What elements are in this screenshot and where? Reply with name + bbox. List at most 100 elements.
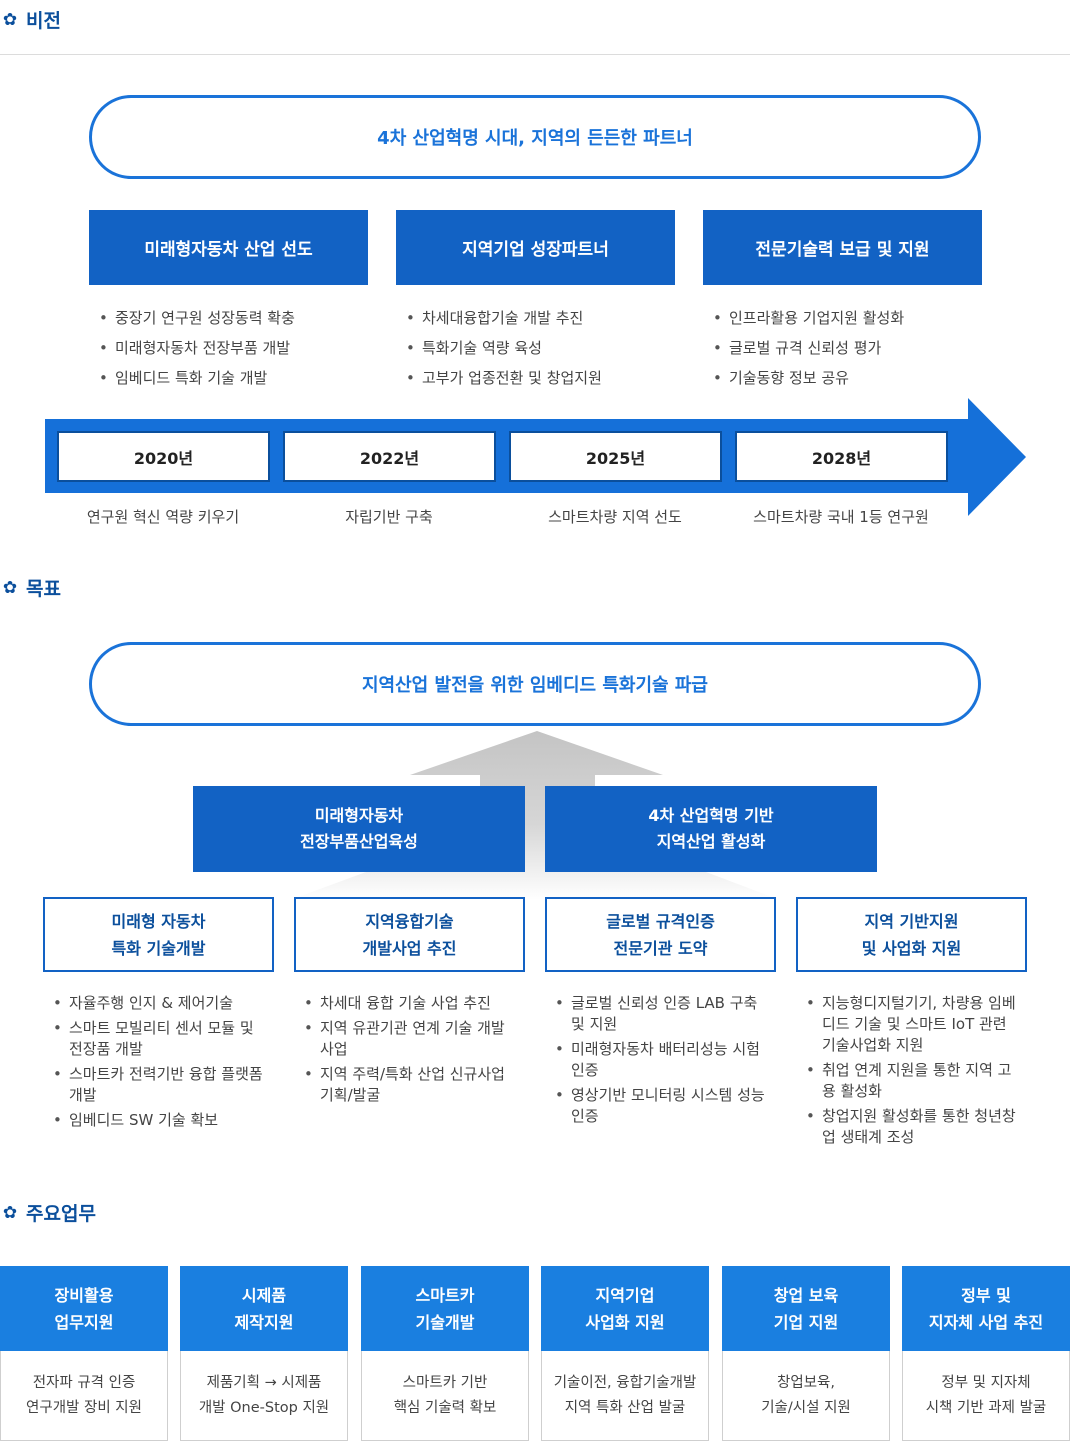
strategy-box-4: 지역 기반지원 및 사업화 지원: [796, 897, 1027, 972]
section-title-vision: ✿ 비전: [0, 6, 61, 33]
task-card-4: 지역기업 사업화 지원 기술이전, 융합기술개발 지역 특화 산업 발굴: [541, 1266, 709, 1441]
task-head: 창업 보육 기업 지원: [722, 1266, 890, 1351]
upward-arrow-graphic: [290, 731, 780, 900]
task-head: 장비활용 업무지원: [0, 1266, 168, 1351]
list-item: 영상기반 모니터링 시스템 성능 인증: [555, 1085, 773, 1127]
timeline-year-2028: 2028년: [735, 431, 948, 482]
timeline-year-2025: 2025년: [509, 431, 722, 482]
list-item: 특화기술 역량 육성: [406, 337, 602, 359]
goal-upper-2: 4차 산업혁명 기반 지역산업 활성화: [545, 786, 877, 872]
task-body-line: 기술이전, 융합기술개발: [553, 1374, 697, 1391]
vision-pillar-2: 지역기업 성장파트너: [396, 210, 675, 285]
goal-upper-1: 미래형자동차 전장부품산업육성: [193, 786, 525, 872]
strategy-title-line: 개발사업 추진: [362, 938, 457, 958]
vision-pillar-3: 전문기술력 보급 및 지원: [703, 210, 982, 285]
task-body: 스마트카 기반 핵심 기술력 확보: [361, 1351, 529, 1441]
task-card-3: 스마트카 기술개발 스마트카 기반 핵심 기술력 확보: [361, 1266, 529, 1441]
strategy-list-1: 자율주행 인지 & 제어기술 스마트 모빌리티 센서 모듈 및 전장품 개발 스…: [53, 993, 271, 1135]
task-head-line: 지자체 사업 추진: [928, 1312, 1044, 1332]
task-head-line: 제작지원: [234, 1312, 294, 1332]
list-item: 자율주행 인지 & 제어기술: [53, 993, 271, 1014]
list-item: 미래형자동차 전장부품 개발: [99, 337, 295, 359]
year-label: 2022년: [359, 448, 420, 468]
goal-upper-line: 미래형자동차: [314, 806, 404, 825]
year-label: 2020년: [133, 448, 194, 468]
strategy-title-line: 글로벌 규격인증: [606, 911, 715, 931]
year-label: 2025년: [585, 448, 646, 468]
task-head-line: 스마트카: [415, 1285, 475, 1305]
list-item: 차세대 융합 기술 사업 추진: [304, 993, 522, 1014]
list-item: 인프라활용 기업지원 활성화: [713, 307, 904, 329]
task-head-line: 장비활용: [54, 1285, 114, 1305]
goal-slogan: 지역산업 발전을 위한 임베디드 특화기술 파급: [89, 642, 981, 726]
task-body-line: 정부 및 지자체: [941, 1374, 1031, 1391]
strategy-title-line: 지역융합기술: [365, 911, 454, 931]
task-head-line: 시제품: [241, 1285, 287, 1305]
task-head-line: 창업 보육: [773, 1285, 839, 1305]
task-body: 정부 및 지자체 시책 기반 과제 발굴: [902, 1351, 1070, 1441]
task-head-line: 사업화 지원: [585, 1312, 665, 1332]
task-head-line: 지역기업: [595, 1285, 655, 1305]
task-body-line: 스마트카 기반: [402, 1374, 488, 1391]
timeline-year-2022: 2022년: [283, 431, 496, 482]
list-item: 미래형자동차 배터리성능 시험 인증: [555, 1039, 773, 1081]
task-body-line: 기술/시설 지원: [761, 1399, 851, 1416]
list-item: 지능형디지털기기, 차량용 임베디드 기술 및 스마트 IoT 관련 기술사업화…: [806, 993, 1024, 1056]
section-title-label: 비전: [26, 10, 61, 32]
task-head: 시제품 제작지원: [180, 1266, 348, 1351]
timeline-caption: 스마트차량 지역 선도: [548, 508, 682, 526]
section-title-label: 주요업무: [26, 1203, 96, 1225]
task-body-line: 연구개발 장비 지원: [26, 1399, 142, 1416]
task-body-line: 개발 One-Stop 지원: [198, 1399, 330, 1416]
task-card-5: 창업 보육 기업 지원 창업보육, 기술/시설 지원: [722, 1266, 890, 1441]
pillar-title: 지역기업 성장파트너: [462, 240, 609, 260]
task-body: 기술이전, 융합기술개발 지역 특화 산업 발굴: [541, 1351, 709, 1441]
task-head: 정부 및 지자체 사업 추진: [902, 1266, 1070, 1351]
task-card-6: 정부 및 지자체 사업 추진 정부 및 지자체 시책 기반 과제 발굴: [902, 1266, 1070, 1441]
task-body: 제품기획 → 시제품 개발 One-Stop 지원: [180, 1351, 348, 1441]
list-item: 임베디드 특화 기술 개발: [99, 367, 295, 389]
task-head-line: 업무지원: [54, 1312, 114, 1332]
list-item: 임베디드 SW 기술 확보: [53, 1110, 271, 1131]
task-head-line: 기술개발: [415, 1312, 475, 1332]
list-item: 기술동향 정보 공유: [713, 367, 904, 389]
section-title-goal: ✿ 목표: [0, 574, 61, 601]
list-item: 지역 주력/특화 산업 신규사업 기획/발굴: [304, 1064, 522, 1106]
section-title-label: 목표: [26, 578, 61, 600]
goal-upper-line: 지역산업 활성화: [656, 832, 766, 851]
timeline-caption: 연구원 혁신 역량 키우기: [86, 508, 240, 526]
list-item: 고부가 업종전환 및 창업지원: [406, 367, 602, 389]
list-item: 창업지원 활성화를 통한 청년창업 생태계 조성: [806, 1106, 1024, 1148]
strategy-box-2: 지역융합기술 개발사업 추진: [294, 897, 525, 972]
timeline-caption: 자립기반 구축: [345, 508, 433, 526]
section-title-tasks: ✿ 주요업무: [0, 1199, 96, 1226]
strategy-title-line: 미래형 자동차: [111, 911, 206, 931]
list-item: 스마트카 전력기반 융합 플랫폼 개발: [53, 1064, 271, 1106]
goal-upper-line: 4차 산업혁명 기반: [648, 806, 774, 825]
flower-icon: ✿: [2, 9, 18, 30]
task-body-line: 창업보육,: [777, 1374, 835, 1391]
vision-slogan-text: 4차 산업혁명 시대, 지역의 든든한 파트너: [377, 128, 693, 149]
pillar-title: 전문기술력 보급 및 지원: [755, 240, 930, 260]
list-item: 글로벌 규격 신뢰성 평가: [713, 337, 904, 359]
timeline-caption: 스마트차량 국내 1등 연구원: [753, 508, 929, 526]
vision-pillar-1: 미래형자동차 산업 선도: [89, 210, 368, 285]
task-body-line: 전자파 규격 인증: [32, 1374, 136, 1391]
strategy-box-1: 미래형 자동차 특화 기술개발: [43, 897, 274, 972]
task-head: 지역기업 사업화 지원: [541, 1266, 709, 1351]
pillar-list-3: 인프라활용 기업지원 활성화 글로벌 규격 신뢰성 평가 기술동향 정보 공유: [713, 307, 904, 397]
task-head-line: 정부 및: [961, 1285, 1011, 1305]
section-divider: [0, 54, 1070, 55]
strategy-box-3: 글로벌 규격인증 전문기관 도약: [545, 897, 776, 972]
flower-icon: ✿: [2, 1202, 18, 1223]
timeline-year-2020: 2020년: [57, 431, 270, 482]
task-body-line: 핵심 기술력 확보: [393, 1399, 497, 1416]
strategy-title-line: 특화 기술개발: [111, 938, 206, 958]
task-body-line: 제품기획 → 시제품: [206, 1374, 322, 1391]
task-head-line: 기업 지원: [773, 1312, 839, 1332]
list-item: 차세대융합기술 개발 추진: [406, 307, 602, 329]
list-item: 중장기 연구원 성장동력 확충: [99, 307, 295, 329]
vision-slogan: 4차 산업혁명 시대, 지역의 든든한 파트너: [89, 95, 981, 179]
year-label: 2028년: [811, 448, 872, 468]
strategy-list-4: 지능형디지털기기, 차량용 임베디드 기술 및 스마트 IoT 관련 기술사업화…: [806, 993, 1024, 1152]
